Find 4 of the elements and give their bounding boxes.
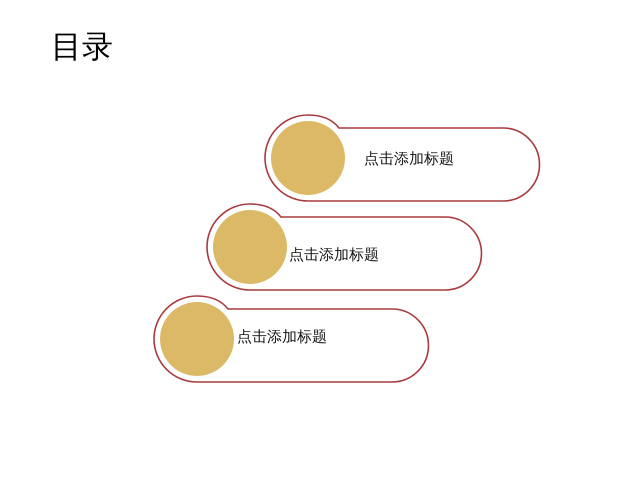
item-title: 点击添加标题 xyxy=(237,328,327,346)
item-title: 点击添加标题 xyxy=(289,246,379,264)
page-title: 目录 xyxy=(51,28,113,67)
item-title: 点击添加标题 xyxy=(364,150,454,168)
